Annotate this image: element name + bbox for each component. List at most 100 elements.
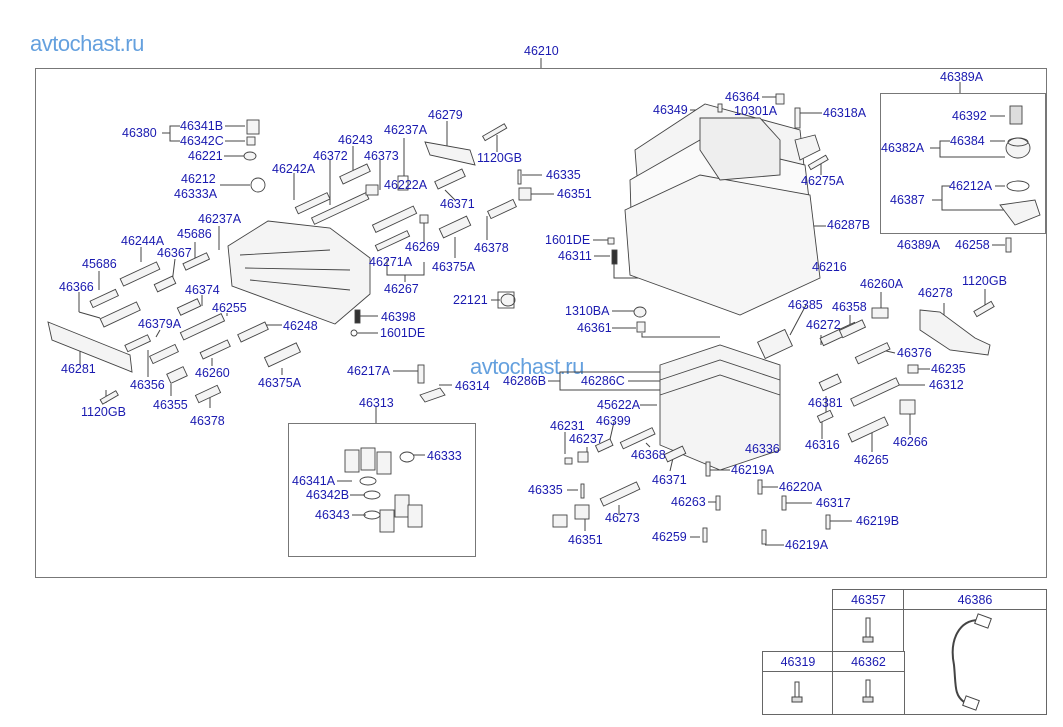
part-label-46318A[interactable]: 46318A (823, 106, 867, 120)
part-label-46212A[interactable]: 46212A (949, 179, 993, 193)
part-label-46313[interactable]: 46313 (359, 396, 394, 410)
part-label-46399[interactable]: 46399 (596, 414, 631, 428)
part-label-45686-a[interactable]: 45686 (82, 257, 117, 271)
part-label-46259[interactable]: 46259 (652, 530, 687, 544)
part-label-46237A-left[interactable]: 46237A (198, 212, 242, 226)
part-label-46237A-top[interactable]: 46237A (384, 123, 428, 137)
table-header-cell-46362[interactable]: 46362 (832, 651, 905, 673)
part-label-46269[interactable]: 46269 (405, 240, 440, 254)
part-label-46231[interactable]: 46231 (550, 419, 585, 433)
table-header-cell-46357[interactable]: 46357 (832, 589, 905, 611)
part-label-46392[interactable]: 46392 (952, 109, 987, 123)
part-label-46351-top[interactable]: 46351 (557, 187, 592, 201)
part-label-46219A-b[interactable]: 46219A (785, 538, 829, 552)
part-label-46371-top[interactable]: 46371 (440, 197, 475, 211)
part-label-46371-bot[interactable]: 46371 (652, 473, 687, 487)
part-label-46367[interactable]: 46367 (157, 246, 192, 260)
part-label-46349[interactable]: 46349 (653, 103, 688, 117)
part-label-46279[interactable]: 46279 (428, 108, 463, 122)
part-label-45622A[interactable]: 45622A (597, 398, 641, 412)
part-label-1120GB-right[interactable]: 1120GB (962, 274, 1007, 288)
part-label-46368[interactable]: 46368 (631, 448, 666, 462)
part-label-46275A[interactable]: 46275A (801, 174, 845, 188)
part-label-46286C[interactable]: 46286C (581, 374, 625, 388)
part-label-46272[interactable]: 46272 (806, 318, 841, 332)
part-label-46316[interactable]: 46316 (805, 438, 840, 452)
part-label-46281[interactable]: 46281 (61, 362, 96, 376)
part-label-46341B[interactable]: 46341B (180, 119, 224, 133)
table-header-cell-46386[interactable]: 46386 (903, 589, 1047, 611)
part-label-46219B[interactable]: 46219B (856, 514, 900, 528)
part-label-45686-b[interactable]: 45686 (177, 227, 212, 241)
table-image-cell-46357[interactable] (832, 609, 905, 653)
part-label-46398[interactable]: 46398 (381, 310, 416, 324)
part-label-46355[interactable]: 46355 (153, 398, 188, 412)
part-label-1310BA[interactable]: 1310BA (565, 304, 610, 318)
part-label-46351-bot[interactable]: 46351 (568, 533, 603, 547)
part-label-1120GB-top[interactable]: 1120GB (477, 151, 522, 165)
part-label-46287B[interactable]: 46287B (827, 218, 871, 232)
part-label-46385[interactable]: 46385 (788, 298, 823, 312)
part-label-46343[interactable]: 46343 (315, 508, 350, 522)
part-label-46366[interactable]: 46366 (59, 280, 94, 294)
part-label-46212[interactable]: 46212 (181, 172, 216, 186)
part-label-46341A[interactable]: 46341A (292, 474, 336, 488)
part-label-46336[interactable]: 46336 (745, 442, 780, 456)
part-label-46258[interactable]: 46258 (955, 238, 990, 252)
part-label-46237[interactable]: 46237 (569, 432, 604, 446)
part-label-46389A-box[interactable]: 46389A (940, 70, 984, 84)
part-label-46219A-a[interactable]: 46219A (731, 463, 775, 477)
part-label-46221[interactable]: 46221 (188, 149, 223, 163)
part-label-46271A[interactable]: 46271A (369, 255, 413, 269)
part-label-46373[interactable]: 46373 (364, 149, 399, 163)
table-image-cell-46386[interactable] (903, 609, 1047, 715)
part-label-46267[interactable]: 46267 (384, 282, 419, 296)
part-label-46263[interactable]: 46263 (671, 495, 706, 509)
part-label-46317[interactable]: 46317 (816, 496, 851, 510)
part-label-1601DE-right[interactable]: 1601DE (545, 233, 591, 247)
part-label-46216[interactable]: 46216 (812, 260, 847, 274)
part-label-46220A[interactable]: 46220A (779, 480, 823, 494)
part-label-46387[interactable]: 46387 (890, 193, 925, 207)
part-label-46375A-bot[interactable]: 46375A (258, 376, 302, 390)
part-label-46375A-top[interactable]: 46375A (432, 260, 476, 274)
part-label-46376[interactable]: 46376 (897, 346, 932, 360)
part-label-10301A[interactable]: 10301A (734, 104, 778, 118)
part-label-46333[interactable]: 46333 (427, 449, 462, 463)
part-label-22121[interactable]: 22121 (453, 293, 488, 307)
part-label-46389A-out[interactable]: 46389A (897, 238, 941, 252)
part-label-46380[interactable]: 46380 (122, 126, 157, 140)
part-label-46358[interactable]: 46358 (832, 300, 867, 314)
part-label-46311[interactable]: 46311 (558, 249, 592, 263)
part-label-46335-top[interactable]: 46335 (546, 168, 581, 182)
part-label-46210[interactable]: 46210 (524, 44, 559, 58)
part-label-46378-bot[interactable]: 46378 (190, 414, 225, 428)
table-header-cell-46319[interactable]: 46319 (762, 651, 834, 673)
part-label-46384[interactable]: 46384 (950, 134, 985, 148)
part-label-46217A[interactable]: 46217A (347, 364, 391, 378)
part-label-46242A[interactable]: 46242A (272, 162, 316, 176)
part-label-46244A[interactable]: 46244A (121, 234, 165, 248)
part-label-46382A[interactable]: 46382A (881, 141, 925, 155)
part-label-46260A[interactable]: 46260A (860, 277, 904, 291)
table-image-cell-46319[interactable] (762, 671, 834, 715)
part-label-46364[interactable]: 46364 (725, 90, 760, 104)
part-label-46333A[interactable]: 46333A (174, 187, 218, 201)
part-label-46342C[interactable]: 46342C (180, 134, 224, 148)
part-label-46342B[interactable]: 46342B (306, 488, 350, 502)
part-label-1120GB-left[interactable]: 1120GB (81, 405, 126, 419)
part-label-46273[interactable]: 46273 (605, 511, 640, 525)
part-label-46379A[interactable]: 46379A (138, 317, 182, 331)
part-label-46374[interactable]: 46374 (185, 283, 220, 297)
part-label-46372[interactable]: 46372 (313, 149, 348, 163)
part-label-46222A[interactable]: 46222A (384, 178, 428, 192)
part-label-46286B[interactable]: 46286B (503, 374, 547, 388)
part-label-46235[interactable]: 46235 (931, 362, 966, 376)
part-label-46260[interactable]: 46260 (195, 366, 230, 380)
part-label-46248[interactable]: 46248 (283, 319, 318, 333)
part-label-46266[interactable]: 46266 (893, 435, 928, 449)
part-label-46361[interactable]: 46361 (577, 321, 612, 335)
table-image-cell-46362[interactable] (832, 671, 905, 715)
part-label-46255[interactable]: 46255 (212, 301, 247, 315)
part-label-46381[interactable]: 46381 (808, 396, 843, 410)
